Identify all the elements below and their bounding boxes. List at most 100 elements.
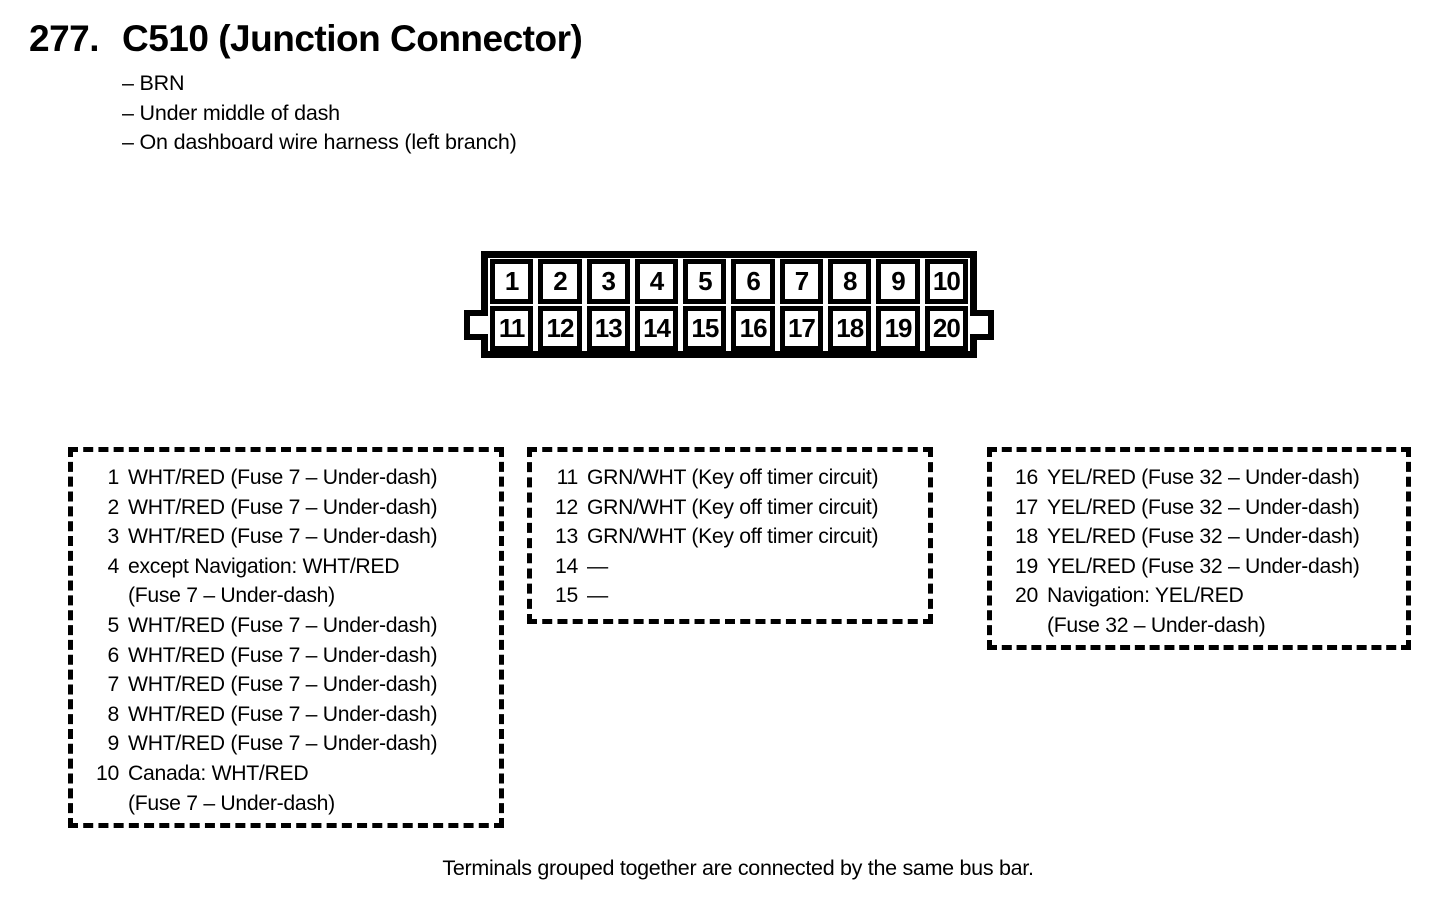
terminal-description-line: (Fuse 7 – Under-dash) <box>128 584 335 608</box>
terminal-entry-18: 18 YEL/RED (Fuse 32 – Under-dash) <box>1010 522 1406 552</box>
terminal-entry-19: 19 YEL/RED (Fuse 32 – Under-dash) <box>1010 552 1406 582</box>
terminal-number: 15 <box>555 584 578 608</box>
terminal-description-line: WHT/RED (Fuse 7 – Under-dash) <box>128 613 438 637</box>
connector-pin-19: 19 <box>876 306 920 351</box>
terminal-description: GRN/WHT (Key off timer circuit) <box>587 493 879 523</box>
terminal-description: YEL/RED (Fuse 32 – Under-dash) <box>1047 463 1360 493</box>
terminal-description: YEL/RED (Fuse 32 – Under-dash) <box>1047 493 1360 523</box>
terminal-description-line: WHT/RED (Fuse 7 – Under-dash) <box>128 702 438 726</box>
terminal-entry-14: 14— <box>550 552 928 582</box>
connector-mount-tab-right <box>970 310 994 340</box>
terminal-number: 2 <box>107 495 120 519</box>
connector-pin-1: 1 <box>490 259 534 304</box>
connector-pin-6: 6 <box>731 259 775 304</box>
terminal-number: 9 <box>107 732 120 756</box>
terminal-description-line: — <box>587 554 608 578</box>
terminal-description-line: (Fuse 32 – Under-dash) <box>1047 613 1266 637</box>
connector-pin-11: 11 <box>490 306 534 351</box>
terminal-entry-1: 1 WHT/RED (Fuse 7 – Under-dash) <box>91 463 499 493</box>
connector-pin-18: 18 <box>828 306 872 351</box>
terminal-entry-12: 12 GRN/WHT (Key off timer circuit) <box>550 493 928 523</box>
terminal-description-line: WHT/RED (Fuse 7 – Under-dash) <box>128 525 438 549</box>
terminal-description-line: YEL/RED (Fuse 32 – Under-dash) <box>1047 525 1360 549</box>
terminal-description-line: YEL/RED (Fuse 32 – Under-dash) <box>1047 554 1360 578</box>
terminal-description: WHT/RED (Fuse 7 – Under-dash) <box>128 493 438 523</box>
terminal-description: — <box>587 552 608 582</box>
terminal-entry-11: 11 GRN/WHT (Key off timer circuit) <box>550 463 928 493</box>
terminal-number: 8 <box>107 702 120 726</box>
detail-line-3: – On dashboard wire harness (left branch… <box>122 130 517 154</box>
terminal-number: 5 <box>107 613 120 637</box>
connector-details: – BRN– Under middle of dash– On dashboar… <box>122 69 517 158</box>
connector-pin-10: 10 <box>924 259 968 304</box>
terminal-entry-17: 17 YEL/RED (Fuse 32 – Under-dash) <box>1010 493 1406 523</box>
terminal-description: Navigation: YEL/RED (Fuse 32 – Under-dash… <box>1047 581 1266 640</box>
footer-note: Terminals grouped together are connected… <box>442 856 1034 880</box>
terminal-number: 4 <box>107 554 120 578</box>
connector-pin-16: 16 <box>731 306 775 351</box>
terminal-number: 10 <box>96 761 119 785</box>
terminal-number: 13 <box>555 525 578 549</box>
connector-pin-12: 12 <box>538 306 582 351</box>
terminal-entry-20: 20 Navigation: YEL/RED (Fuse 32 – Under-da… <box>1010 581 1406 640</box>
terminal-description: WHT/RED (Fuse 7 – Under-dash) <box>128 611 438 641</box>
terminal-description-line: WHT/RED (Fuse 7 – Under-dash) <box>128 732 438 756</box>
terminal-number: 20 <box>1015 584 1038 608</box>
terminal-entry-9: 9 WHT/RED (Fuse 7 – Under-dash) <box>91 729 499 759</box>
connector-pin-14: 14 <box>634 306 679 351</box>
terminal-entry-4: 4 except Navigation: WHT/RED (Fuse 7 – Und… <box>91 552 499 611</box>
terminal-description-line: Canada: WHT/RED <box>128 761 309 785</box>
terminal-entry-8: 8 WHT/RED (Fuse 7 – Under-dash) <box>91 700 499 730</box>
terminal-entry-5: 5 WHT/RED (Fuse 7 – Under-dash) <box>91 611 499 641</box>
terminal-description-line: GRN/WHT (Key off timer circuit) <box>587 525 879 549</box>
terminal-description-line: (Fuse 7 – Under-dash) <box>128 791 335 815</box>
terminal-description: except Navigation: WHT/RED (Fuse 7 – Unde… <box>128 552 400 611</box>
connector-pin-2: 2 <box>538 259 582 304</box>
terminal-number: 1 <box>107 466 120 489</box>
terminal-description: Canada: WHT/RED (Fuse 7 – Under-dash) <box>128 759 335 818</box>
detail-line-2: – Under middle of dash <box>122 100 340 125</box>
terminal-description-line: YEL/RED (Fuse 32 – Under-dash) <box>1047 495 1360 519</box>
terminal-entry-13: 13 GRN/WHT (Key off timer circuit) <box>550 522 928 552</box>
connector-pin-20: 20 <box>924 306 968 351</box>
terminal-description-line: WHT/RED (Fuse 7 – Under-dash) <box>128 466 438 489</box>
connector-pin-4: 4 <box>634 259 679 304</box>
terminal-entry-15: 15 — <box>550 581 928 611</box>
terminal-description: WHT/RED (Fuse 7 – Under-dash) <box>128 729 438 759</box>
terminal-description: WHT/RED (Fuse 7 – Under-dash) <box>128 522 438 552</box>
terminal-description-line: except Navigation: WHT/RED <box>128 554 400 578</box>
terminal-description-line: GRN/WHT (Key off timer circuit) <box>587 466 879 489</box>
terminal-number: 12 <box>555 495 578 519</box>
connector-pin-7: 7 <box>779 259 824 304</box>
connector-pin-5: 5 <box>683 259 727 304</box>
terminal-number: 18 <box>1015 525 1038 549</box>
connector-pin-9: 9 <box>876 259 920 304</box>
terminal-description-line: GRN/WHT (Key off timer circuit) <box>587 495 879 519</box>
terminal-description-line: Navigation: YEL/RED <box>1047 584 1244 608</box>
terminal-description-line: WHT/RED (Fuse 7 – Under-dash) <box>128 643 438 667</box>
terminal-description-line: WHT/RED (Fuse 7 – Under-dash) <box>128 673 438 697</box>
terminal-description: YEL/RED (Fuse 32 – Under-dash) <box>1047 552 1360 582</box>
terminal-description: GRN/WHT (Key off timer circuit) <box>587 463 879 493</box>
terminal-number: 19 <box>1015 554 1038 578</box>
terminal-description-line: — <box>587 584 608 608</box>
terminal-number: 17 <box>1015 495 1038 519</box>
connector-pin-13: 13 <box>586 306 630 351</box>
terminal-entry-16: 16 YEL/RED (Fuse 32 – Under-dash) <box>1010 463 1406 493</box>
terminal-entry-2: 2 WHT/RED (Fuse 7 – Under-dash) <box>91 493 499 523</box>
terminal-description: — <box>587 581 608 611</box>
terminal-number: 11 <box>556 466 579 489</box>
connector-pin-15: 15 <box>683 306 727 351</box>
terminal-description-line: YEL/RED (Fuse 32 – Under-dash) <box>1047 466 1360 489</box>
terminal-description-line: WHT/RED (Fuse 7 – Under-dash) <box>128 495 438 519</box>
terminal-description: WHT/RED (Fuse 7 – Under-dash) <box>128 670 438 700</box>
terminal-number: 16 <box>1015 466 1038 489</box>
